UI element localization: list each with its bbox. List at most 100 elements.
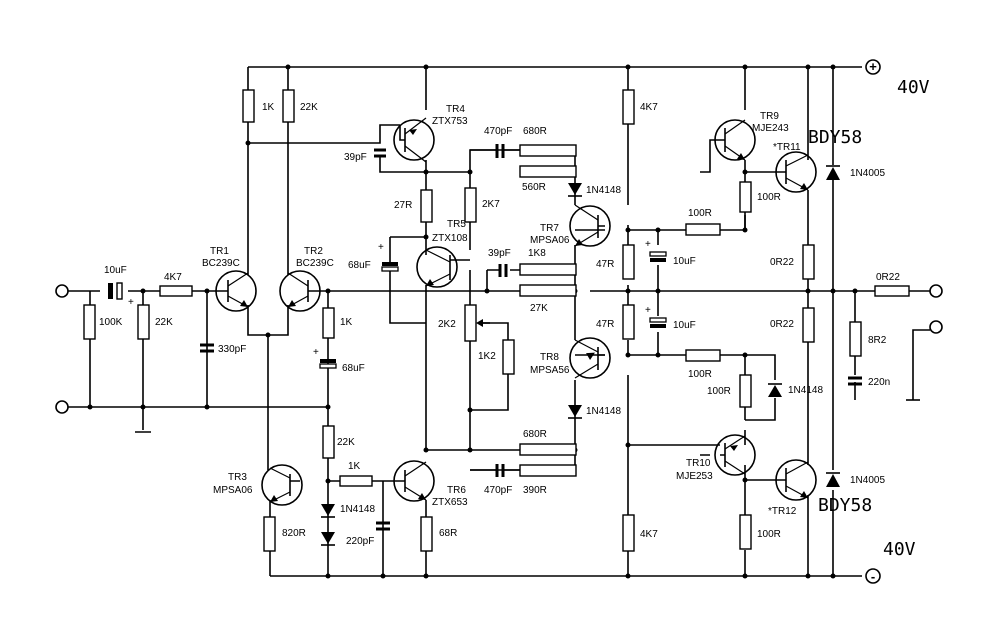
tr4-part: ZTX753 (432, 116, 468, 127)
cap-10uf-top: + (645, 239, 667, 262)
d-1n4005-bot-label: 1N4005 (850, 475, 885, 486)
r-2k2-label: 2K2 (438, 319, 456, 330)
output-terminal (929, 284, 943, 298)
input-terminal (55, 284, 69, 298)
resistor-4k7-input (159, 285, 193, 297)
diode-1n4148-bot (568, 405, 582, 419)
resistor-22k-top (282, 89, 295, 123)
svg-text:+: + (645, 239, 651, 250)
resistor-47r-bot (622, 304, 635, 340)
r-4k7-top-label: 4K7 (640, 102, 658, 113)
r-100k-label: 100K (99, 317, 123, 328)
r-0r22-bot-label: 0R22 (770, 319, 794, 330)
diode-1n4005-top (826, 165, 840, 180)
c-220n-label: 220n (868, 377, 890, 388)
resistor-4k7-bot (622, 514, 635, 552)
resistor-8r2 (849, 321, 862, 357)
r-680-top-label: 680R (523, 126, 547, 137)
tr7-part: MPSA06 (530, 235, 570, 246)
pot-2k2 (464, 304, 477, 342)
tr7-ref: TR7 (540, 223, 559, 234)
resistor-100r-tr9 (739, 181, 752, 213)
r-390-label: 390R (523, 485, 547, 496)
svg-text:+: + (378, 242, 384, 253)
r-2k7-label: 2K7 (482, 199, 500, 210)
c-39p-top-label: 39pF (344, 152, 367, 163)
supply-positive-label: 40V (897, 77, 930, 98)
r-100-tr9-label: 100R (757, 192, 781, 203)
c-470p-bot-label: 470pF (484, 485, 512, 496)
r-100-tr10e-label: 100R (757, 529, 781, 540)
transistor-tr9 (714, 119, 756, 161)
positive-sign: + (869, 59, 877, 74)
d-1n4148-right-label: 1N4148 (788, 385, 823, 396)
tr3-part: MPSA06 (213, 485, 253, 496)
r-8r2-label: 8R2 (868, 335, 887, 346)
r-100-top-label: 100R (688, 208, 712, 219)
transistor-tr7 (569, 204, 611, 247)
c-input-label: 10uF (104, 265, 127, 276)
d-1n4148-top-label: 1N4148 (586, 185, 621, 196)
tr4-ref: TR4 (446, 104, 465, 115)
supply-negative-label: 40V (883, 539, 916, 560)
r-27r-label: 27R (394, 200, 412, 211)
c-10u-top-label: 10uF (673, 256, 696, 267)
tr1-ref: TR1 (210, 246, 229, 257)
tr2-ref: TR2 (304, 246, 323, 257)
resistor-22k-feedback (322, 425, 335, 459)
tr6-ref: TR6 (447, 485, 466, 496)
transistor-tr3 (261, 464, 303, 506)
cap-470pf-top (495, 144, 505, 158)
c-330p-label: 330pF (218, 344, 246, 355)
negative-sign: - (871, 569, 875, 584)
transistor-tr6 (393, 460, 435, 502)
cap-68uf-feedback: + (313, 347, 337, 369)
r-1k-top-label: 1K (262, 102, 275, 113)
cap-68uf-left: + (378, 242, 399, 272)
c-68u-fb-label: 68uF (342, 363, 365, 374)
resistors (83, 89, 910, 552)
transistor-tr4 (393, 117, 435, 163)
resistor-820r (263, 516, 276, 552)
r-1k2-label: 1K2 (478, 351, 496, 362)
tr12-ref: *TR12 (768, 506, 797, 517)
resistor-100r-tr10e (739, 514, 752, 550)
tr3-ref: TR3 (228, 472, 247, 483)
resistor-680r-bot (519, 443, 577, 456)
transistor-tr8 (569, 337, 611, 379)
tr2-part: BC239C (296, 258, 334, 269)
svg-text:+: + (313, 347, 319, 358)
input-ground-terminal (55, 400, 69, 414)
r-680-bot-label: 680R (523, 429, 547, 440)
diode-1n4148-right (768, 383, 782, 397)
resistor-560r (519, 165, 577, 178)
r-100-bot-label: 100R (688, 369, 712, 380)
positive-supply-terminal (865, 59, 881, 75)
r-input-label: 4K7 (164, 272, 182, 283)
tr6-part: ZTX653 (432, 497, 468, 508)
tr11-ref: *TR11 (773, 142, 801, 153)
transistor-tr2 (279, 270, 323, 312)
output-ground-terminal (929, 320, 943, 334)
cap-330pf (200, 343, 214, 353)
d-1n4148-left-label: 1N4148 (340, 504, 375, 515)
tr5-part: ZTX108 (432, 233, 468, 244)
resistor-1k-feedback (322, 307, 335, 339)
negative-supply-terminal (865, 568, 881, 584)
svg-text:+: + (128, 297, 134, 308)
r-0r22-top-label: 0R22 (770, 257, 794, 268)
resistor-2k7 (464, 187, 477, 223)
r-27k-label: 27K (530, 303, 548, 314)
terminals: + - (55, 59, 943, 584)
cap-10uf-bot: + (645, 305, 667, 328)
resistor-680r-top (519, 144, 577, 157)
tr1-part: BC239C (202, 258, 240, 269)
resistor-100r-top (685, 223, 721, 236)
diode-1n4005-bot (826, 472, 840, 487)
resistor-100r-tr10 (739, 374, 752, 408)
c-10u-bot-label: 10uF (673, 320, 696, 331)
r-4k7-bot-label: 4K7 (640, 529, 658, 540)
tr10-ref: TR10 (686, 458, 711, 469)
c-68u-left-label: 68uF (348, 260, 371, 271)
resistor-22k-input (137, 304, 150, 340)
